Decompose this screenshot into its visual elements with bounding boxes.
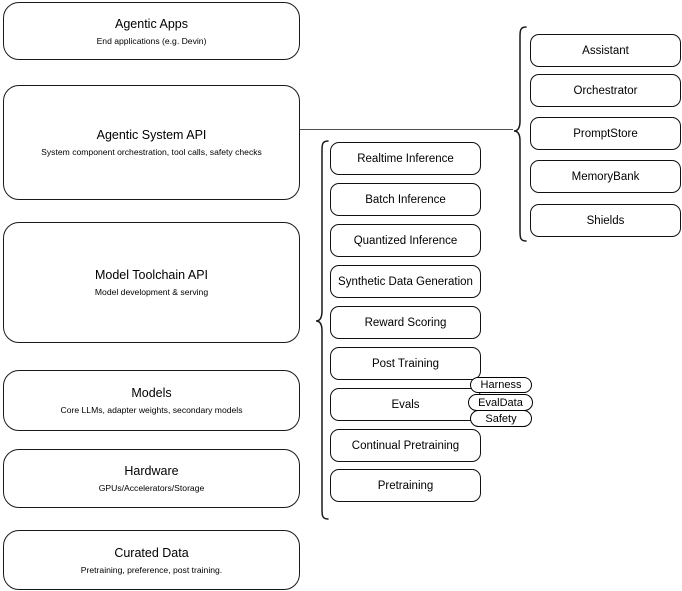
component-box-batch-inference[interactable]: Batch Inference <box>330 183 481 216</box>
component-label: Realtime Inference <box>357 152 454 165</box>
component-box-realtime-inference[interactable]: Realtime Inference <box>330 142 481 175</box>
component-box-continual-pretraining[interactable]: Continual Pretraining <box>330 429 481 462</box>
component-box-evals[interactable]: Evals <box>330 388 481 421</box>
component-label: Orchestrator <box>573 84 638 97</box>
component-label: Reward Scoring <box>364 316 447 329</box>
component-label: Quantized Inference <box>353 234 458 247</box>
component-label: MemoryBank <box>571 170 640 183</box>
layer-subtitle: Pretraining, preference, post training. <box>80 564 223 575</box>
layer-box-hardware[interactable]: Hardware GPUs/Accelerators/Storage <box>3 449 300 508</box>
layer-subtitle: End applications (e.g. Devin) <box>96 35 207 46</box>
component-label: PromptStore <box>573 127 638 140</box>
eval-badge-label: EvalData <box>478 396 523 409</box>
eval-badge-safety[interactable]: Safety <box>470 410 532 427</box>
eval-badge-harness[interactable]: Harness <box>470 377 532 393</box>
layer-box-agentic-apps[interactable]: Agentic Apps End applications (e.g. Devi… <box>3 2 300 60</box>
component-box-shields[interactable]: Shields <box>530 204 681 237</box>
component-label: Shields <box>586 214 625 227</box>
layer-subtitle: Model development & serving <box>94 287 209 297</box>
component-label: Post Training <box>371 357 440 370</box>
connector-agentic-system-to-components <box>300 129 513 131</box>
layer-title: Hardware <box>124 464 179 478</box>
component-box-assistant[interactable]: Assistant <box>530 34 681 67</box>
layer-box-agentic-system-api[interactable]: Agentic System API System component orch… <box>3 85 300 200</box>
layer-title: Agentic Apps <box>115 16 188 31</box>
layer-title: Agentic System API <box>96 128 207 142</box>
layer-subtitle: GPUs/Accelerators/Storage <box>98 483 205 493</box>
layer-box-model-toolchain-api[interactable]: Model Toolchain API Model development & … <box>3 222 300 343</box>
component-label: Pretraining <box>377 479 434 492</box>
component-box-pretraining[interactable]: Pretraining <box>330 469 481 502</box>
component-box-synthetic-data-generation[interactable]: Synthetic Data Generation <box>330 265 481 298</box>
layer-title: Model Toolchain API <box>94 268 209 282</box>
component-box-orchestrator[interactable]: Orchestrator <box>530 74 681 107</box>
component-label: Evals <box>391 398 420 411</box>
component-box-post-training[interactable]: Post Training <box>330 347 481 380</box>
component-label: Continual Pretraining <box>351 439 460 452</box>
eval-badge-evaldata[interactable]: EvalData <box>468 394 533 411</box>
layer-box-models[interactable]: Models Core LLMs, adapter weights, secon… <box>3 370 300 431</box>
brace-agentic-components <box>512 25 528 243</box>
component-box-reward-scoring[interactable]: Reward Scoring <box>330 306 481 339</box>
component-box-memorybank[interactable]: MemoryBank <box>530 160 681 193</box>
component-label: Assistant <box>582 44 629 57</box>
component-label: Batch Inference <box>365 193 446 206</box>
eval-badge-label: Safety <box>485 412 517 425</box>
component-box-promptstore[interactable]: PromptStore <box>530 117 681 150</box>
component-box-quantized-inference[interactable]: Quantized Inference <box>330 224 481 257</box>
layer-title: Curated Data <box>114 545 189 560</box>
layer-title: Models <box>131 386 172 400</box>
layer-subtitle: System component orchestration, tool cal… <box>41 147 262 157</box>
layer-box-curated-data[interactable]: Curated Data Pretraining, preference, po… <box>3 530 300 590</box>
brace-toolchain-components <box>314 139 330 521</box>
eval-badge-label: Harness <box>480 379 522 391</box>
layer-subtitle: Core LLMs, adapter weights, secondary mo… <box>60 405 243 415</box>
component-label: Synthetic Data Generation <box>338 275 473 288</box>
